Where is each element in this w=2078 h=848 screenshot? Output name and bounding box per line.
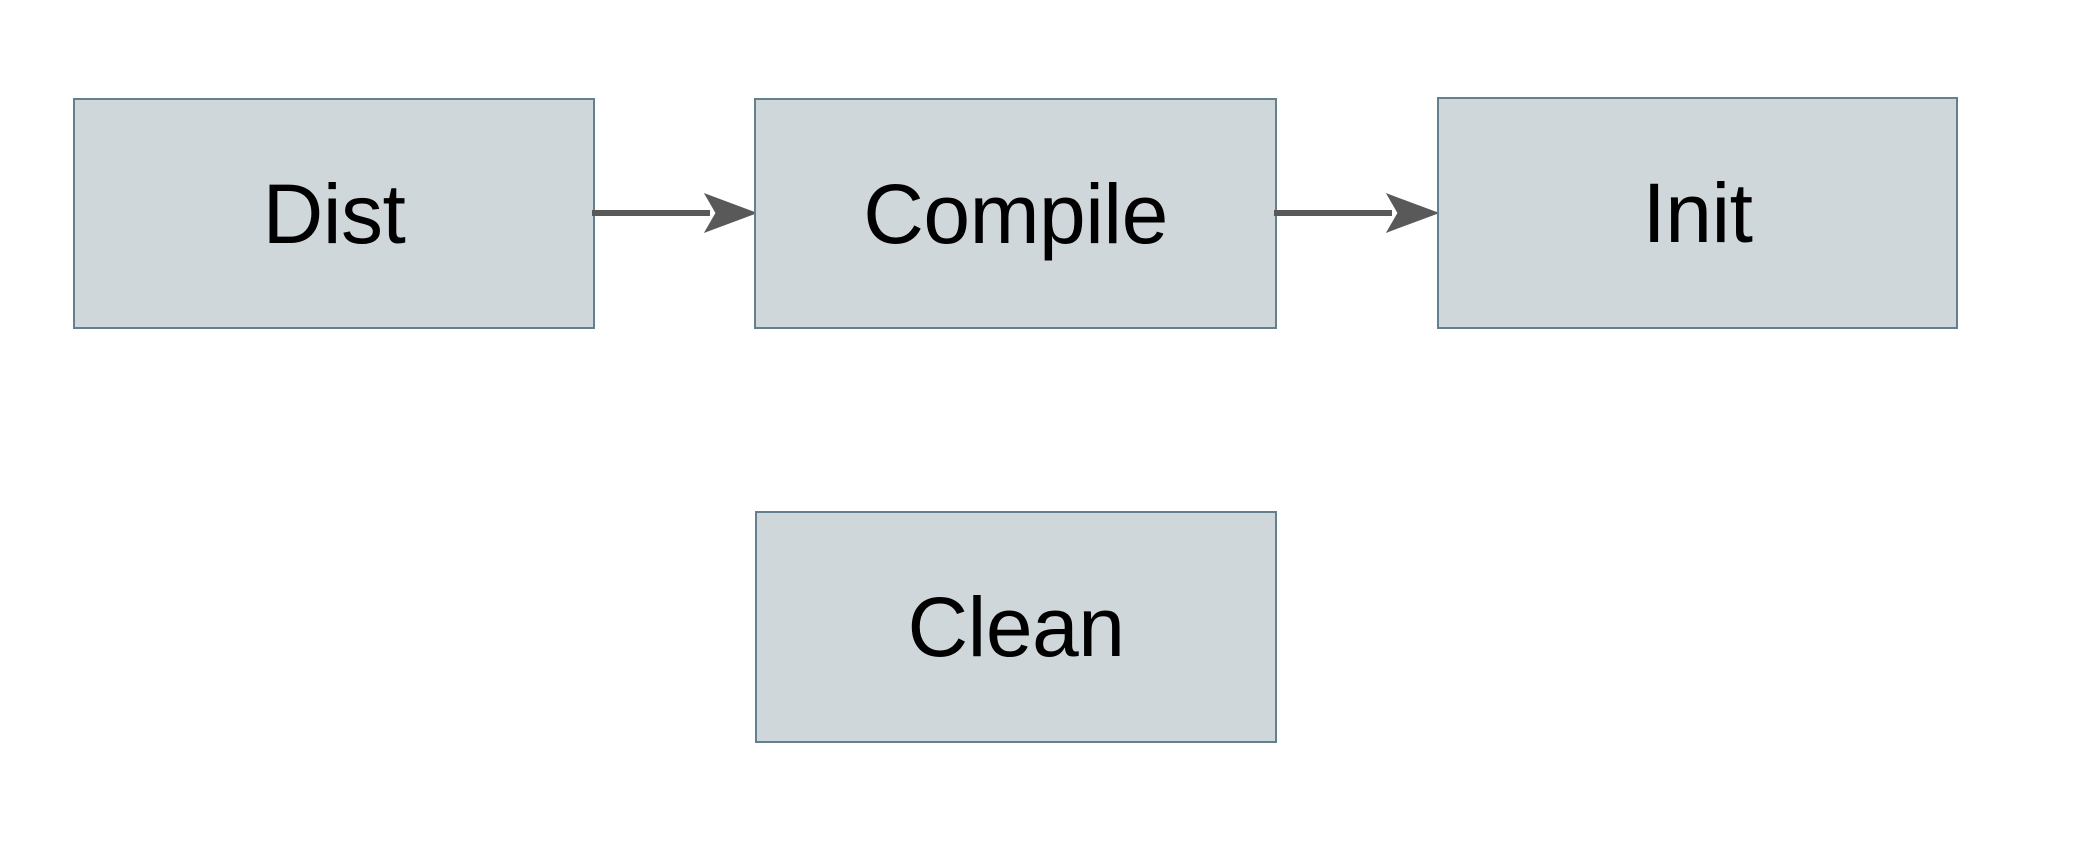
edge-dist-to-compile[interactable] [590,183,760,243]
node-init-label: Init [1642,166,1753,260]
node-init[interactable]: Init [1437,97,1958,329]
node-compile-label: Compile [863,166,1168,261]
edge-compile-to-init[interactable] [1272,183,1442,243]
arrowhead-icon [1385,193,1440,233]
node-dist-label: Dist [262,166,406,261]
arrowhead-icon [703,193,758,233]
node-clean-label: Clean [907,580,1125,674]
node-compile[interactable]: Compile [754,98,1277,329]
node-dist[interactable]: Dist [73,98,595,329]
node-clean[interactable]: Clean [755,511,1277,743]
